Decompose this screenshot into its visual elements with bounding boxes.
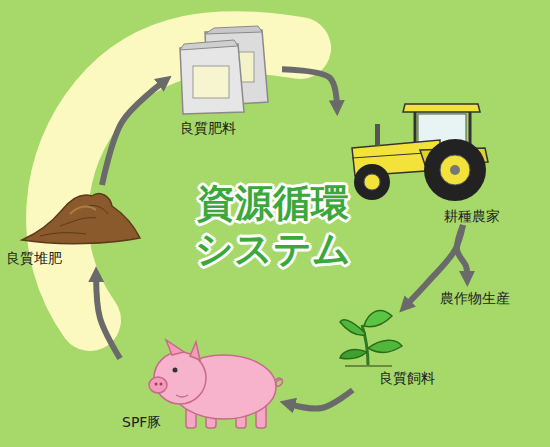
fertilizer-node: 良質肥料 xyxy=(170,22,282,140)
node-label: 良質肥料 xyxy=(180,120,236,137)
crop-node: 農作物生産 xyxy=(432,286,524,308)
title-block: 資源循環 システム xyxy=(176,180,370,272)
flow-arrow xyxy=(292,390,353,408)
pig xyxy=(149,340,283,428)
title: 資源循環 システム xyxy=(176,180,370,272)
pig-node: SPF豚 xyxy=(120,345,280,435)
flow-arrow xyxy=(96,279,120,359)
farmer-node: 耕種農家 xyxy=(340,100,504,225)
flow-arrow xyxy=(282,69,337,103)
node-label: 耕種農家 xyxy=(444,208,500,225)
feed-node: 良質飼料 xyxy=(335,312,453,390)
node-label: 良質飼料 xyxy=(379,370,435,387)
fertilizer-bags xyxy=(180,26,268,114)
flow-arrow xyxy=(102,83,161,185)
node-label: SPF豚 xyxy=(122,414,161,431)
compost-pile xyxy=(22,194,140,244)
node-label: 良質堆肥 xyxy=(6,250,62,267)
compost-node: 良質堆肥 xyxy=(4,185,144,267)
sprout xyxy=(340,311,402,366)
node-label: 農作物生産 xyxy=(440,290,510,307)
tractor xyxy=(352,104,488,201)
